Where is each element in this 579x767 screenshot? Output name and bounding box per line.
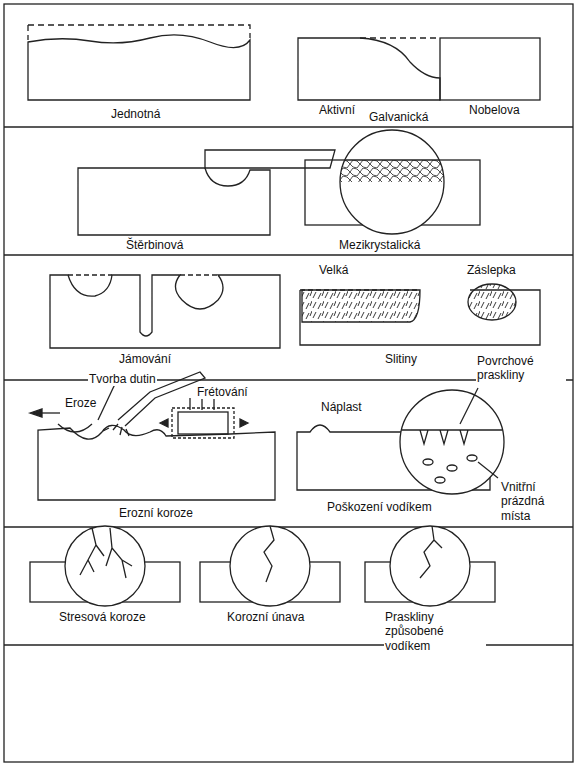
type-label: Aktivní [318, 103, 356, 117]
type-label: Erozní koroze [118, 506, 194, 520]
type-label: Eroze [64, 396, 97, 410]
type-label: Frétování [196, 385, 249, 399]
type-label: Galvanická [368, 110, 429, 124]
type-label: Nobelova [468, 103, 521, 117]
type-label: Náplast [320, 400, 363, 414]
type-label: Stresová koroze [58, 610, 147, 624]
type-label: Tvorba dutin [88, 372, 157, 386]
type-label: Praskliny způsobené vodíkem [384, 610, 486, 653]
type-label: Poškození vodíkem [326, 500, 433, 514]
type-label: Povrchové praskliny [476, 354, 566, 383]
type-label: Velká [318, 263, 349, 277]
type-label: Štěrbinová [125, 238, 184, 252]
type-label: Slitiny [384, 352, 418, 366]
type-label: Záslepka [466, 263, 517, 277]
type-label: Mezikrystalická [338, 238, 421, 252]
type-label: Jednotná [110, 107, 161, 121]
type-label: Jámování [118, 352, 172, 366]
type-label: Korozní únava [226, 610, 305, 624]
type-label: Vnitřní prázdná místa [500, 480, 566, 523]
